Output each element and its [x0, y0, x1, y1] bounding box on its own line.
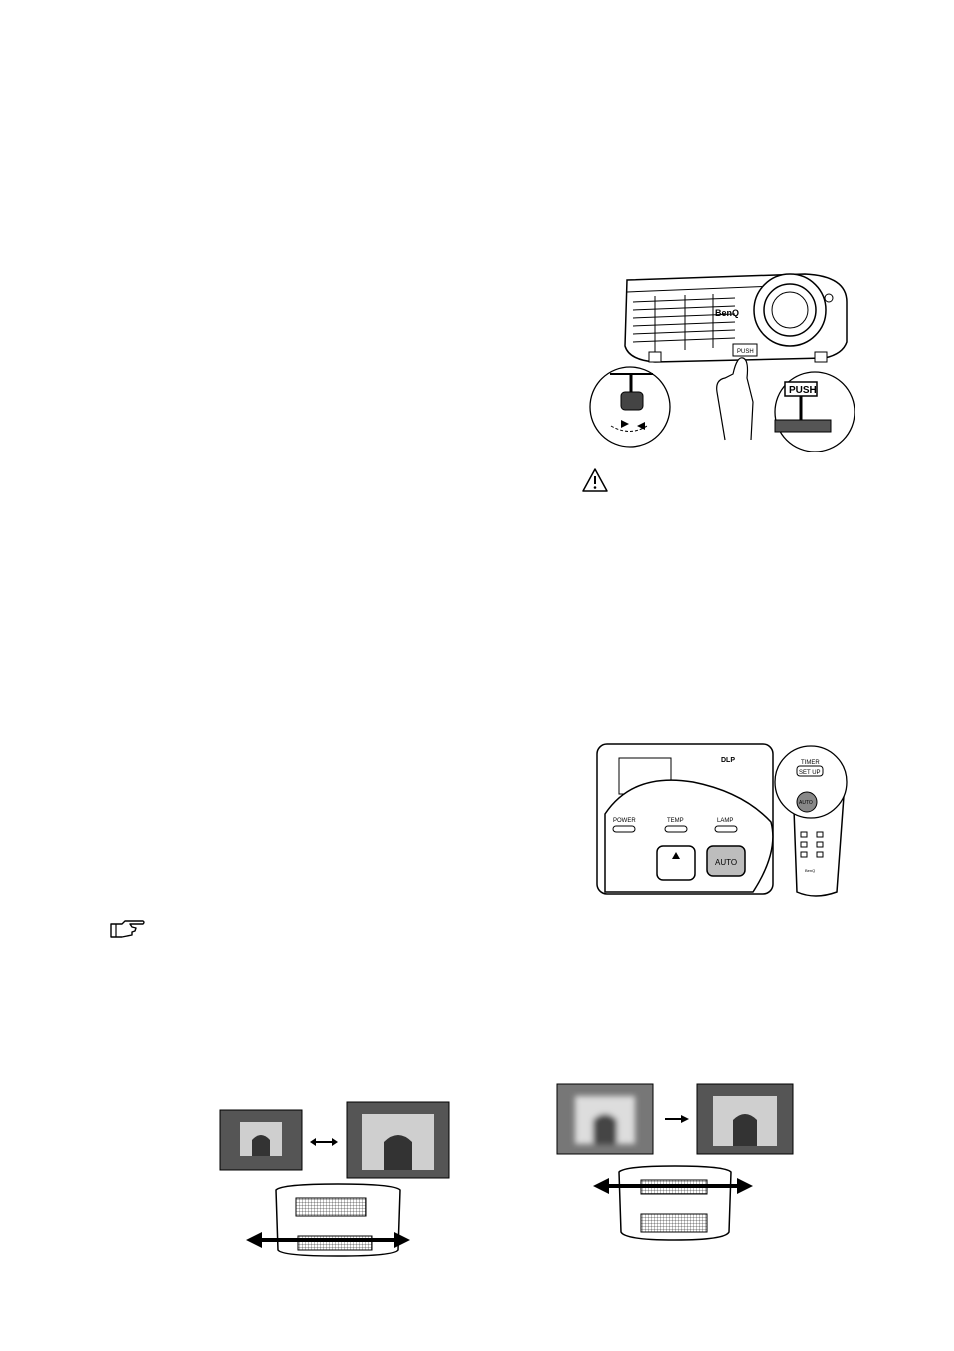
lamp-label: LAMP [717, 818, 733, 824]
focus-illustration [555, 1082, 800, 1244]
remote-brand: BenQ [805, 868, 815, 873]
dlp-logo: DLP [721, 757, 735, 764]
projector-adjuster-figure: BenQ PUSH PUSH [585, 262, 855, 452]
focus-ring-figure [555, 1082, 800, 1244]
auto-key-label: AUTO [715, 858, 737, 867]
power-label: POWER [613, 818, 636, 824]
warning-triangle-icon [581, 467, 609, 493]
projector-illustration: BenQ PUSH PUSH [585, 262, 855, 452]
setup-label: SET UP [799, 770, 821, 776]
foot-push-label: PUSH [737, 349, 754, 355]
timer-label: TIMER [801, 760, 820, 766]
zoom-illustration [218, 1100, 453, 1260]
remote-auto-label: AUTO [799, 800, 813, 806]
auto-key-figure: DLP POWER TEMP LAMP AUTO TIMER SET UP AU… [593, 742, 853, 902]
control-panel-illustration: DLP POWER TEMP LAMP AUTO TIMER SET UP AU… [593, 742, 853, 902]
zoom-ring-figure [218, 1100, 453, 1260]
temp-label: TEMP [667, 818, 684, 824]
pointing-hand-icon [108, 918, 146, 940]
push-button-label: PUSH [789, 385, 817, 396]
brand-logo: BenQ [715, 308, 739, 318]
